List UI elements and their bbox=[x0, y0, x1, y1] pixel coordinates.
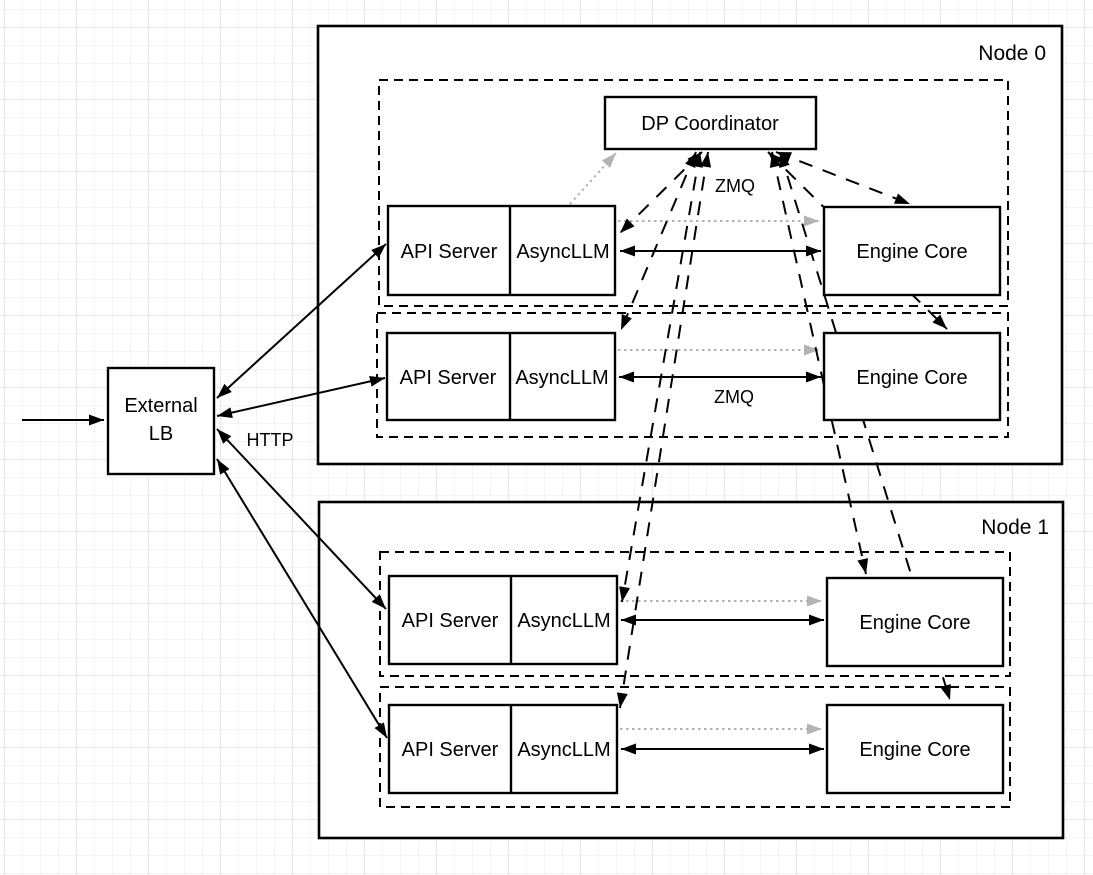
external-lb-box bbox=[106, 366, 216, 476]
engine-core-box-n0r2 bbox=[822, 331, 1002, 422]
zmq-row-edge-label: ZMQ bbox=[714, 387, 754, 407]
api-asyncllm-box-n1r2 bbox=[387, 703, 619, 795]
api-asyncllm-box-n0r2 bbox=[385, 331, 617, 422]
engine-core-box-n1r2 bbox=[825, 703, 1005, 795]
api-asyncllm-box-n1r1 bbox=[387, 574, 619, 666]
edge-coord-async-n1r2 bbox=[616, 151, 712, 709]
api-server-label-n0r1: API Server bbox=[401, 241, 498, 263]
api-server-label-n1r1: API Server bbox=[402, 610, 499, 632]
edges bbox=[22, 151, 951, 755]
edge-lb-api-n1r2 bbox=[216, 458, 388, 739]
asyncllm-label-n1r1: AsyncLLM bbox=[517, 610, 610, 632]
external-lb-label-line2: LB bbox=[149, 423, 173, 445]
engine-core-label-n1r2: Engine Core bbox=[859, 739, 970, 761]
zmq-coordinator-edge-label: ZMQ bbox=[715, 176, 755, 196]
engine-core-label-n0r2: Engine Core bbox=[856, 367, 967, 389]
engine-core-label-n0r1: Engine Core bbox=[856, 241, 967, 263]
api-asyncllm-box-n0r1 bbox=[386, 204, 617, 297]
dp-coordinator-label: DP Coordinator bbox=[641, 113, 779, 135]
asyncllm-label-n0r2: AsyncLLM bbox=[515, 367, 608, 389]
node0-row1-group bbox=[378, 79, 1009, 307]
api-server-label-n0r2: API Server bbox=[400, 367, 497, 389]
node0-label: Node 0 bbox=[978, 42, 1046, 65]
api-server-label-n1r2: API Server bbox=[402, 739, 499, 761]
edge-lb-api-n0r2 bbox=[216, 375, 386, 419]
asyncllm-label-n0r1: AsyncLLM bbox=[516, 241, 609, 263]
http-edge-label: HTTP bbox=[247, 430, 294, 450]
node1-label: Node 1 bbox=[981, 516, 1049, 539]
edge-lb-api-n0r1 bbox=[216, 243, 387, 399]
engine-core-box-n1r1 bbox=[825, 576, 1005, 668]
dp-coordinator-box bbox=[603, 95, 818, 151]
engine-core-label-n1r1: Engine Core bbox=[859, 612, 970, 634]
asyncllm-label-n1r2: AsyncLLM bbox=[517, 739, 610, 761]
engine-core-box-n0r1 bbox=[822, 205, 1002, 297]
external-lb-label-line1: External bbox=[124, 395, 197, 417]
